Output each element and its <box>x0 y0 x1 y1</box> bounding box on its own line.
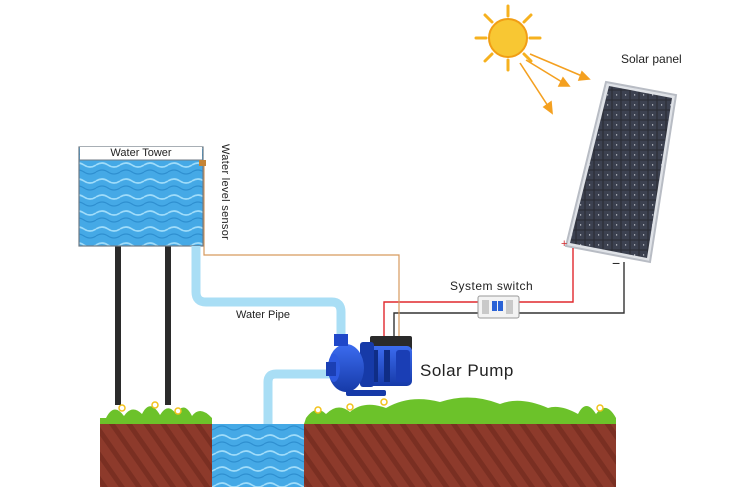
suction-pipe <box>263 369 332 458</box>
ground <box>100 424 616 487</box>
water-tower-label: Water Tower <box>110 147 172 159</box>
water-pipe-label: Water Pipe <box>236 309 291 321</box>
negative-wire <box>519 262 625 314</box>
water-tower-icon <box>78 146 206 247</box>
positive-wire-to-pump <box>383 301 478 336</box>
pump-icon <box>326 334 412 396</box>
sensor-wire <box>203 163 400 336</box>
water-level-sensor-label: Water level sensor <box>219 144 231 241</box>
grass <box>100 397 616 424</box>
wiring <box>203 163 625 336</box>
well-water <box>212 424 304 487</box>
solar-panel-icon <box>564 80 678 264</box>
negative-wire-to-pump <box>393 312 478 336</box>
negative-terminal-label: − <box>612 255 621 271</box>
positive-wire <box>519 248 574 303</box>
positive-terminal-label: + <box>561 238 568 250</box>
system-switch-label: System switch <box>450 279 534 293</box>
water-tower-legs <box>115 245 171 405</box>
solar-pump-label: Solar Pump <box>420 361 514 380</box>
breaker-switch-icon <box>477 295 520 319</box>
solar-panel-label: Solar panel <box>621 52 682 66</box>
sun-ray-arrows <box>519 53 591 115</box>
sun-icon <box>474 4 542 72</box>
water-level-sensor-icon <box>199 160 206 166</box>
water-pipe <box>191 246 346 340</box>
